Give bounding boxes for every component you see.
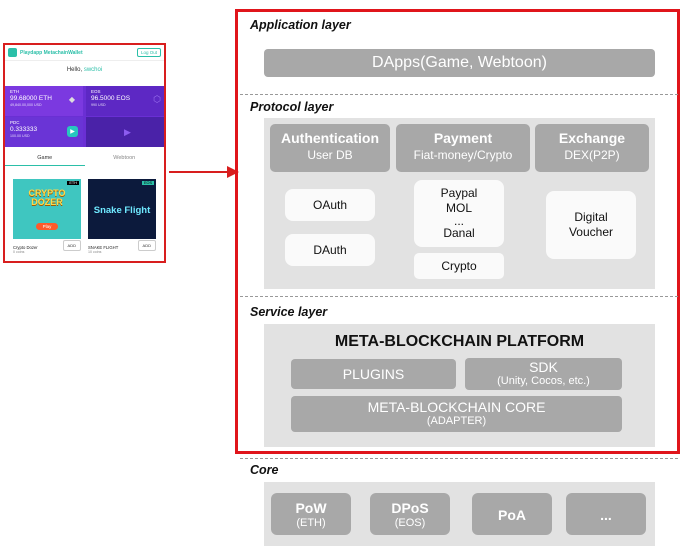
core-sub: (ADAPTER): [426, 415, 487, 427]
payment-method: ...: [453, 214, 464, 228]
payment-method: MOL: [445, 201, 472, 215]
oauth-box: OAuth: [285, 189, 375, 221]
arrow-right-icon: [169, 166, 239, 178]
pdc-balance-card[interactable]: PDC 0.333333 100.00 USD ▶: [5, 117, 83, 147]
consensus-title: PoW: [295, 500, 327, 516]
exchange-sub: DEX(P2P): [564, 148, 620, 162]
voucher-line: Digital: [574, 210, 608, 224]
game-thumbnail: EOS Snake Flight: [88, 179, 156, 239]
protocol-layer-title: Protocol layer: [250, 100, 334, 114]
core-title: META-BLOCKCHAIN CORE: [367, 399, 546, 415]
game-card-crypto-dozer[interactable]: ETH CRYPTO DOZER Play Crypto Dozer 0 coi…: [13, 179, 81, 259]
greeting: Hello, swchoi: [5, 67, 164, 73]
more-consensus-box: ...: [566, 493, 646, 535]
layer-divider: [240, 458, 678, 459]
tab-webtoon[interactable]: Webtoon: [113, 155, 136, 161]
card-usd: 990 USD: [91, 103, 106, 107]
logout-button[interactable]: Log Out: [136, 48, 161, 57]
blockchain-core-box: META-BLOCKCHAIN CORE (ADAPTER): [291, 396, 622, 432]
payment-title: Payment: [433, 130, 493, 146]
platform-title: META-BLOCKCHAIN PLATFORM: [334, 333, 585, 350]
game-play-badge: Play: [36, 223, 58, 230]
game-coins: 0 coins: [13, 250, 25, 254]
eos-icon: ⬡: [153, 94, 161, 104]
consensus-title: DPoS: [391, 500, 429, 516]
game-name: SNAKE FLIGHT: [88, 245, 119, 250]
add-token-card[interactable]: ▶: [86, 117, 164, 147]
consensus-title: ...: [600, 507, 612, 523]
wallet-header: Playdapp MetachainWallet Log Out: [5, 45, 164, 61]
payment-method: Paypal: [440, 186, 478, 200]
app-logo-icon: [8, 48, 17, 57]
game-coins: 10 coins: [88, 250, 102, 254]
greeting-prefix: Hello,: [66, 67, 83, 73]
highlighted-layers-frame: [235, 9, 680, 454]
consensus-sub: (ETH): [296, 517, 326, 529]
authentication-title: Authentication: [281, 130, 379, 146]
tab-game[interactable]: Game: [5, 152, 85, 166]
ethereum-icon: ◆: [68, 95, 75, 104]
authentication-box: Authentication User DB: [270, 124, 390, 172]
digital-voucher-box: Digital Voucher: [546, 191, 636, 259]
dauth-box: DAuth: [285, 234, 375, 266]
username: swchoi: [83, 67, 103, 73]
authentication-sub: User DB: [307, 148, 353, 162]
add-game-button[interactable]: ADD: [137, 240, 156, 251]
poa-box: PoA: [472, 493, 552, 535]
game-art-title: Snake Flight: [93, 205, 151, 216]
payment-sub: Fiat-money/Crypto: [413, 148, 513, 162]
game-thumbnail: ETH CRYPTO DOZER Play: [13, 179, 81, 239]
card-usd: 49,840.00,000 USD: [10, 103, 42, 107]
dpos-box: DPoS (EOS): [370, 493, 450, 535]
core-layer-title: Core: [250, 463, 279, 477]
sdk-title: SDK: [529, 359, 558, 375]
play-icon: ▶: [124, 127, 131, 137]
payment-methods-box: Paypal MOL ... Danal: [414, 180, 504, 247]
payment-box: Payment Fiat-money/Crypto: [396, 124, 530, 172]
card-label: ETH: [10, 89, 19, 94]
voucher-line: Voucher: [568, 225, 614, 239]
sdk-box: SDK (Unity, Cocos, etc.): [465, 358, 622, 390]
wallet-app-screenshot: Playdapp MetachainWallet Log Out Hello, …: [3, 43, 166, 263]
app-title: Playdapp MetachainWallet: [20, 49, 83, 56]
chain-tag: EOS: [141, 181, 154, 185]
eos-balance-card[interactable]: EOS 96.5000 EOS 990 USD ⬡: [86, 86, 164, 116]
application-layer-title: Application layer: [250, 18, 351, 32]
dapps-box: DApps(Game, Webtoon): [264, 49, 655, 77]
game-art-title: CRYPTO DOZER: [28, 188, 66, 207]
card-label: EOS: [91, 89, 101, 94]
eth-balance-card[interactable]: ETH 99.68000 ETH 49,840.00,000 USD ◆: [5, 86, 83, 116]
chain-tag: ETH: [67, 181, 79, 185]
card-amount: 0.333333: [10, 126, 38, 133]
card-amount: 96.5000 EOS: [91, 95, 131, 102]
add-game-button[interactable]: ADD: [62, 240, 81, 251]
content-tabs: Game Webtoon: [5, 152, 164, 166]
sdk-sub: (Unity, Cocos, etc.): [497, 375, 590, 387]
pdc-play-icon: ▶: [67, 126, 78, 137]
balance-cards: ETH 99.68000 ETH 49,840.00,000 USD ◆ EOS…: [5, 86, 164, 147]
crypto-box: Crypto: [414, 253, 504, 279]
pow-box: PoW (ETH): [271, 493, 351, 535]
card-usd: 100.00 USD: [10, 134, 30, 138]
service-layer-title: Service layer: [250, 305, 328, 319]
card-label: PDC: [10, 120, 20, 125]
card-amount: 99.68000 ETH: [10, 95, 52, 102]
game-card-snake-flight[interactable]: EOS Snake Flight SNAKE FLIGHT 10 coins A…: [88, 179, 156, 259]
layer-divider: [240, 94, 678, 95]
consensus-title: PoA: [498, 507, 526, 523]
exchange-title: Exchange: [558, 130, 626, 146]
plugins-box: PLUGINS: [291, 359, 456, 389]
consensus-sub: (EOS): [394, 517, 426, 529]
layer-divider: [240, 296, 678, 297]
payment-method: Danal: [443, 226, 475, 240]
exchange-box: Exchange DEX(P2P): [535, 124, 649, 172]
game-name: Crypto Dozer: [13, 245, 38, 250]
